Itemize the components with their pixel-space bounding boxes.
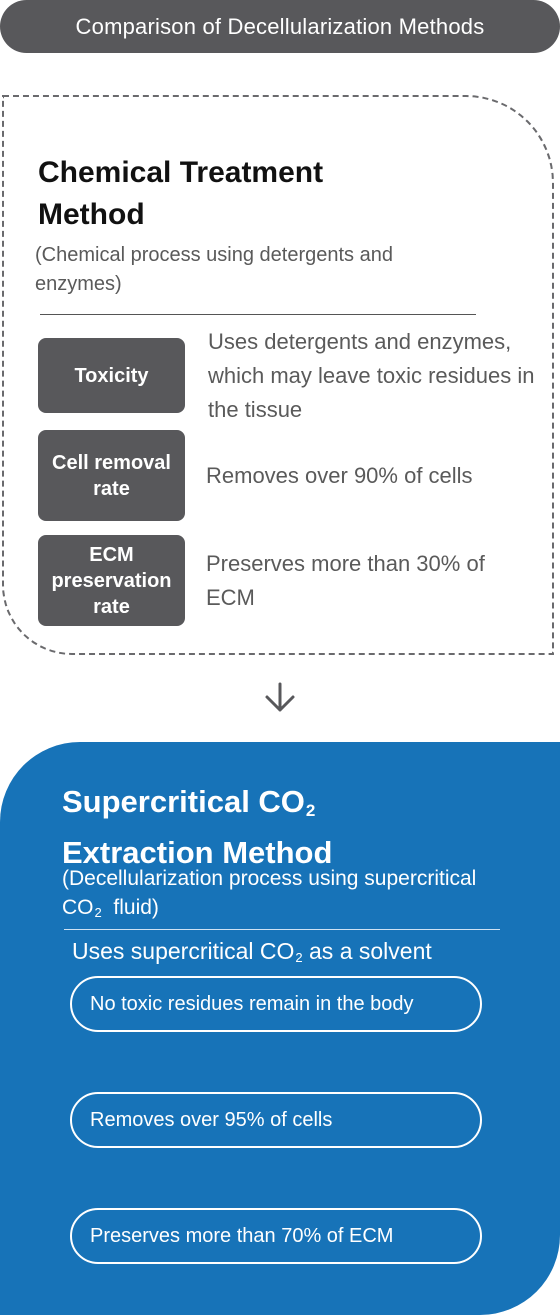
- supercritical-method-title: Supercritical CO2 Extraction Method: [62, 784, 333, 870]
- benefit-ecm-preservation: Preserves more than 70% of ECM: [70, 1208, 482, 1264]
- chemical-method-subtitle: (Chemical process using detergents and e…: [35, 244, 393, 295]
- ecm-preservation-label: ECM preservation rate: [38, 535, 185, 626]
- solvent-statement: Uses supercritical CO2 as a solvent: [72, 938, 432, 965]
- header-title: Comparison of Decellularization Methods: [0, 0, 560, 53]
- divider: [40, 314, 476, 315]
- toxicity-label: Toxicity: [38, 338, 185, 413]
- ecm-preservation-text: Preserves more than 30% of ECM: [206, 551, 485, 610]
- chemical-method-card: [2, 95, 554, 655]
- arrow-down-icon: [265, 682, 295, 712]
- cell-removal-text: Removes over 90% of cells: [206, 463, 473, 488]
- toxicity-text: Uses detergents and enzymes, which may l…: [208, 329, 535, 422]
- benefit-cell-removal: Removes over 95% of cells: [70, 1092, 482, 1148]
- chemical-method-title: Chemical Treatment Method: [38, 156, 324, 231]
- divider: [64, 929, 500, 930]
- benefit-no-toxic-residues: No toxic residues remain in the body: [70, 976, 482, 1032]
- cell-removal-label: Cell removal rate: [38, 430, 185, 521]
- supercritical-method-subtitle: (Decellularization process using supercr…: [62, 867, 477, 920]
